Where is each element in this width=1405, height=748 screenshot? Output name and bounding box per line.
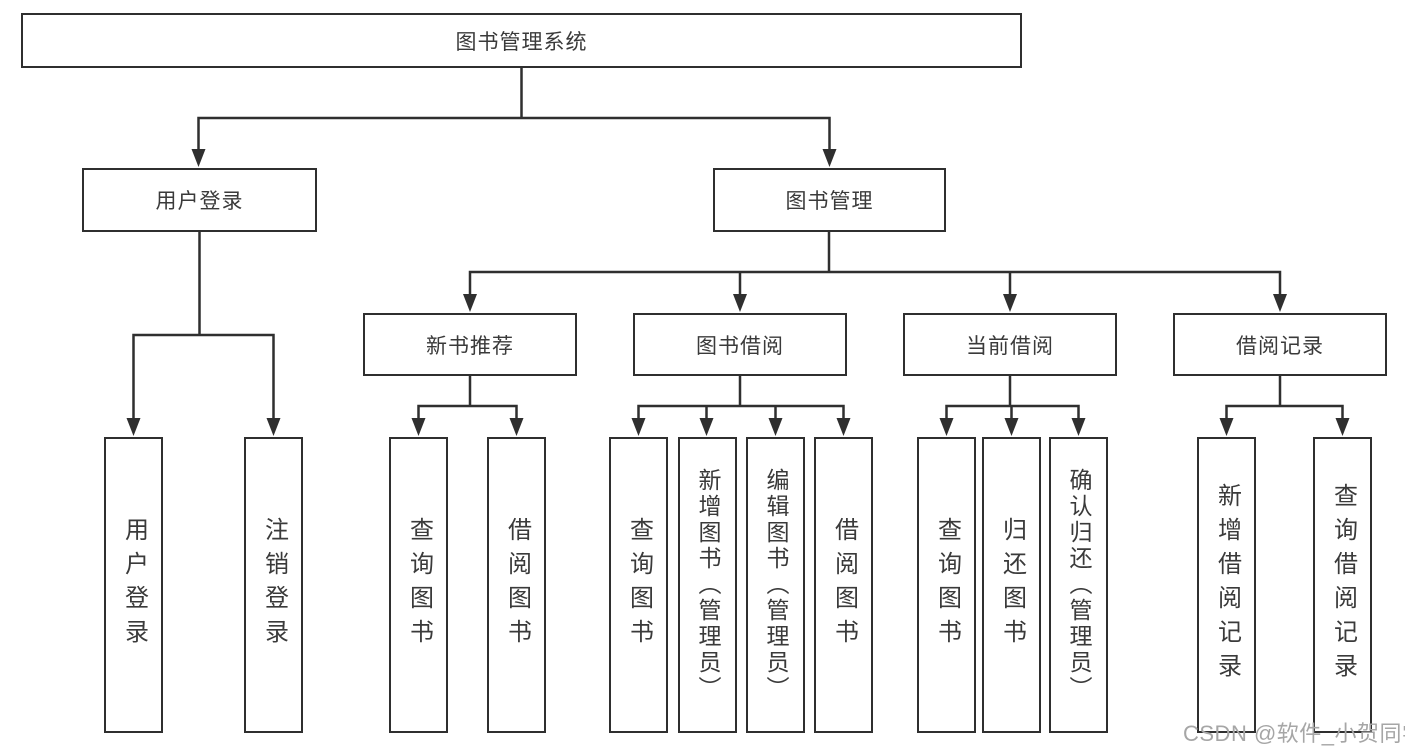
node-label: 借阅图书	[830, 517, 858, 653]
node-user-login-branch: 用户登录	[82, 168, 317, 232]
node-label: 查询图书	[933, 517, 961, 653]
node-edit-books-admin: 编辑图书（管理员）	[746, 437, 805, 733]
node-label: 归还图书	[998, 517, 1026, 653]
connector-line	[132, 68, 1344, 424]
node-borrow-books-recommend: 借阅图书	[487, 437, 546, 733]
node-query-books-current: 查询图书	[917, 437, 976, 733]
node-label: 图书借阅	[696, 334, 784, 358]
node-label: 确认归还（管理员）	[1066, 468, 1092, 702]
node-label: 用户登录	[155, 190, 244, 213]
node-label: 编辑图书（管理员）	[763, 468, 789, 702]
node-label: 当前借阅	[966, 334, 1054, 358]
node-new-book-recommend: 新书推荐	[363, 313, 577, 376]
node-library-management-system: 图书管理系统	[21, 13, 1022, 68]
node-label: 借阅记录	[1236, 334, 1324, 358]
node-borrow-records: 借阅记录	[1173, 313, 1387, 376]
node-confirm-return-admin: 确认归还（管理员）	[1049, 437, 1108, 733]
node-add-borrow-record: 新增借阅记录	[1197, 437, 1256, 733]
node-label: 图书管理系统	[455, 30, 588, 54]
node-label: 查询借阅记录	[1329, 483, 1357, 687]
node-logout: 注销登录	[244, 437, 303, 733]
node-query-books-recommend: 查询图书	[389, 437, 448, 733]
node-label: 新增借阅记录	[1213, 483, 1241, 687]
node-return-books: 归还图书	[982, 437, 1041, 733]
node-label: 用户登录	[120, 517, 148, 653]
node-book-management: 图书管理	[713, 168, 946, 232]
node-borrow-books: 借阅图书	[814, 437, 873, 733]
node-label: 新增图书（管理员）	[695, 468, 721, 702]
node-label: 新书推荐	[426, 334, 514, 358]
watermark-text: CSDN @软件_小贺同学	[1183, 721, 1405, 746]
node-label: 查询图书	[625, 517, 653, 653]
node-label: 图书管理	[785, 190, 874, 213]
node-user-login: 用户登录	[104, 437, 163, 733]
node-add-books-admin: 新增图书（管理员）	[678, 437, 737, 733]
node-book-borrow: 图书借阅	[633, 313, 847, 376]
node-current-borrow: 当前借阅	[903, 313, 1117, 376]
node-query-books-borrow: 查询图书	[609, 437, 668, 733]
node-label: 查询图书	[405, 517, 433, 653]
node-query-borrow-record: 查询借阅记录	[1313, 437, 1372, 733]
node-label: 借阅图书	[503, 517, 531, 653]
node-label: 注销登录	[260, 517, 288, 653]
